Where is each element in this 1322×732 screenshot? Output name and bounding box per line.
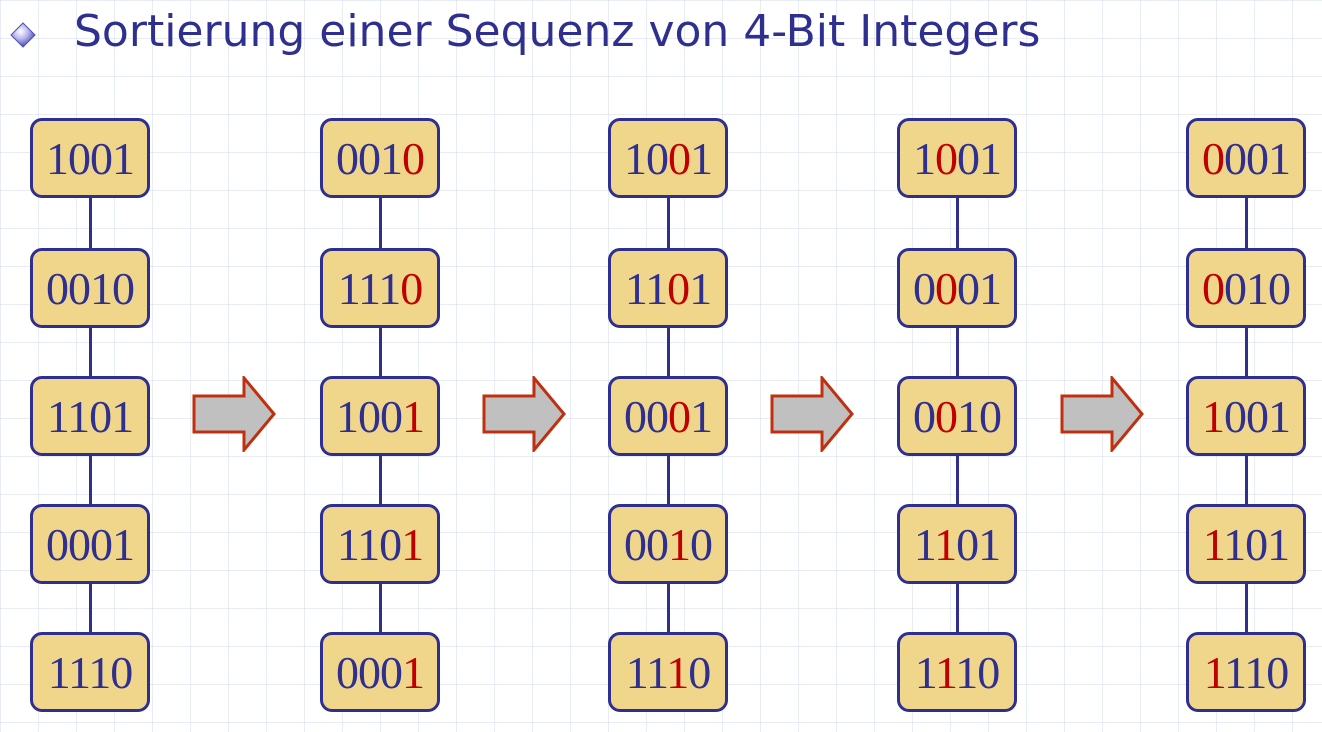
highlighted-bit: 0	[935, 132, 958, 184]
cell-value: 0001	[1202, 132, 1291, 184]
cell-value: 0010	[1202, 262, 1291, 314]
integer-cell: 0001	[320, 632, 440, 712]
integer-cell: 0010	[30, 248, 150, 328]
integer-cell: 0001	[1186, 118, 1306, 198]
integer-cell: 1110	[320, 248, 440, 328]
highlighted-bit: 0	[935, 390, 958, 442]
highlighted-bit: 0	[667, 262, 690, 314]
highlighted-bit: 1	[668, 518, 691, 570]
integer-cell: 1110	[1186, 632, 1306, 712]
cell-value: 0010	[46, 262, 135, 314]
title-text: Sortierung einer Sequenz von 4-Bit Integ…	[74, 6, 1041, 57]
integer-cell: 1001	[897, 118, 1017, 198]
highlighted-bit: 0	[400, 262, 423, 314]
cell-value: 1001	[913, 132, 1002, 184]
integer-cell: 1001	[320, 376, 440, 456]
cell-value: 1110	[47, 646, 134, 698]
cell-value: 1110	[914, 646, 1001, 698]
integer-cell: 1001	[1186, 376, 1306, 456]
cell-value: 0001	[336, 646, 425, 698]
highlighted-bit: 1	[1203, 646, 1225, 698]
integer-cell: 1001	[30, 118, 150, 198]
highlighted-bit: 0	[668, 390, 691, 442]
integer-cell: 0010	[320, 118, 440, 198]
integer-cell: 1110	[897, 632, 1017, 712]
highlighted-bit: 1	[401, 518, 424, 570]
integer-cell: 1001	[608, 118, 728, 198]
cell-value: 1101	[913, 518, 1001, 570]
diamond-bullet-icon	[10, 22, 36, 48]
highlighted-bit: 1	[402, 646, 425, 698]
integer-cell: 1101	[897, 504, 1017, 584]
integer-cell: 1101	[320, 504, 440, 584]
integer-cell: 0001	[30, 504, 150, 584]
cell-value: 1101	[46, 390, 134, 442]
cell-value: 1001	[1202, 390, 1291, 442]
highlighted-bit: 1	[1202, 390, 1225, 442]
integer-cell: 0010	[897, 376, 1017, 456]
right-arrow-icon	[770, 376, 854, 452]
integer-cell: 0010	[608, 504, 728, 584]
cell-value: 1001	[336, 390, 425, 442]
cell-value: 0001	[913, 262, 1002, 314]
highlighted-bit: 1	[934, 518, 957, 570]
highlighted-bit: 0	[402, 132, 425, 184]
highlighted-bit: 0	[1202, 262, 1225, 314]
cell-value: 1101	[624, 262, 712, 314]
integer-cell: 1101	[1186, 504, 1306, 584]
cell-value: 0001	[46, 518, 135, 570]
cell-value: 1001	[624, 132, 713, 184]
cell-value: 1110	[337, 262, 424, 314]
right-arrow-icon	[482, 376, 566, 452]
cell-value: 1101	[336, 518, 424, 570]
highlighted-bit: 0	[1202, 132, 1225, 184]
right-arrow-icon	[192, 376, 276, 452]
cell-value: 1110	[625, 646, 712, 698]
integer-cell: 1101	[30, 376, 150, 456]
highlighted-bit: 1	[402, 390, 425, 442]
highlighted-bit: 1	[1202, 518, 1224, 570]
cell-value: 0010	[913, 390, 1002, 442]
cell-value: 1101	[1202, 518, 1290, 570]
integer-cell: 0010	[1186, 248, 1306, 328]
integer-cell: 1101	[608, 248, 728, 328]
integer-cell: 1110	[30, 632, 150, 712]
highlighted-bit: 1	[935, 646, 956, 698]
integer-cell: 0001	[897, 248, 1017, 328]
cell-value: 0001	[624, 390, 713, 442]
sequence-column-1: 1001 0010 1101 0001 1110	[30, 118, 150, 718]
integer-cell: 0001	[608, 376, 728, 456]
integer-cell: 1110	[608, 632, 728, 712]
cell-value: 1110	[1203, 646, 1290, 698]
cell-value: 1001	[46, 132, 135, 184]
highlighted-bit: 0	[668, 132, 691, 184]
cell-value: 0010	[336, 132, 425, 184]
cell-value: 0010	[624, 518, 713, 570]
highlighted-bit: 0	[935, 262, 958, 314]
right-arrow-icon	[1060, 376, 1144, 452]
highlighted-bit: 1	[666, 646, 689, 698]
